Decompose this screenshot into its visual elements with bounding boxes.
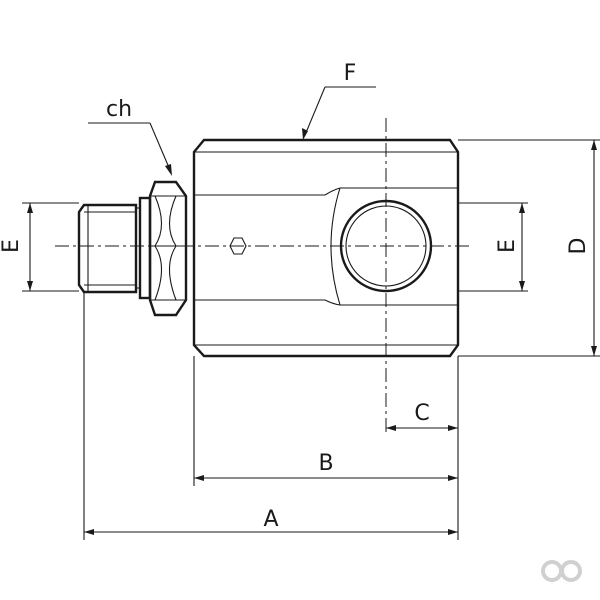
dim-b-label: B [318,451,333,476]
callout-f-label: F [344,61,357,86]
hex-nut [148,180,188,317]
dim-e-left-label: E [0,239,24,253]
brand-logo-icon [541,560,582,582]
dim-e-left [22,202,79,292]
dim-c-label: C [414,401,429,426]
dim-c [386,356,459,436]
dim-a-label: A [263,507,278,532]
dim-d-label: D [566,238,591,255]
dim-a [83,292,459,540]
callout-ch [88,122,172,176]
callout-f [302,86,376,140]
threaded-stub [77,203,138,294]
dim-d [458,139,600,357]
dim-e-right-label: E [495,239,520,253]
main-body [192,138,460,358]
callout-ch-label: ch [106,97,132,122]
dim-b [193,356,459,486]
dim-e-right [458,202,528,292]
collar [136,196,152,300]
hex-marking-icon [229,237,247,255]
